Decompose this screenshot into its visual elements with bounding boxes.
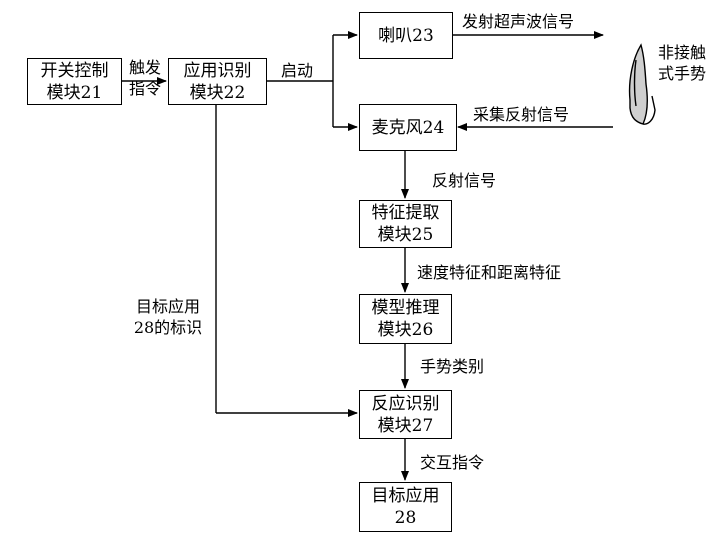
switch-control-module-box: 开关控制 模块21: [27, 58, 122, 105]
reflected-signal-label: 反射信号: [432, 171, 497, 190]
target-app-id-line2: 28的标识: [133, 318, 203, 337]
microphone-box: 麦克风24: [359, 104, 457, 151]
response-recognition-line1: 反应识别: [371, 393, 440, 414]
model-inference-line2: 模块26: [377, 320, 434, 340]
app-recognition-module-box: 应用识别 模块22: [168, 58, 267, 105]
trigger-line2: 指令: [128, 79, 161, 98]
switch-control-line1: 开关控制: [40, 60, 109, 81]
emit-ultrasound-label: 发射超声波信号: [462, 12, 575, 31]
speed-distance-features-label: 速度特征和距离特征: [417, 263, 562, 282]
non-contact-gesture-label: 非接触 式手势: [654, 42, 710, 84]
non-contact-line1: 非接触: [657, 43, 706, 62]
trigger-line1: 触发: [128, 58, 161, 77]
trigger-command-label: 触发 指令: [125, 57, 165, 99]
target-app-line1: 目标应用: [371, 486, 440, 506]
hand-gesture-icon: [628, 43, 656, 125]
speaker-label: 喇叭23: [378, 25, 434, 46]
speaker-box: 喇叭23: [359, 12, 453, 59]
feature-extraction-module-box: 特征提取 模块25: [359, 200, 452, 248]
app-recognition-line2: 模块22: [189, 82, 246, 103]
model-inference-line1: 模型推理: [371, 298, 440, 318]
non-contact-line2: 式手势: [657, 64, 706, 83]
microphone-label: 麦克风24: [371, 117, 445, 138]
collect-reflected-label: 采集反射信号: [473, 105, 570, 124]
switch-control-line2: 模块21: [46, 82, 103, 103]
target-app-box: 目标应用 28: [359, 482, 452, 532]
response-recognition-module-box: 反应识别 模块27: [359, 390, 452, 439]
interaction-command-label: 交互指令: [420, 453, 485, 472]
target-app-line2: 28: [394, 508, 417, 528]
feature-extraction-line1: 特征提取: [371, 203, 440, 223]
target-app-id-label: 目标应用 28的标识: [128, 296, 208, 338]
app-recognition-line1: 应用识别: [183, 60, 252, 81]
feature-extraction-line2: 模块25: [377, 225, 434, 245]
model-inference-module-box: 模型推理 模块26: [359, 294, 452, 344]
response-recognition-line2: 模块27: [377, 415, 434, 436]
start-label: 启动: [281, 61, 314, 80]
gesture-category-label: 手势类别: [420, 357, 485, 376]
target-app-id-line1: 目标应用: [135, 297, 200, 316]
